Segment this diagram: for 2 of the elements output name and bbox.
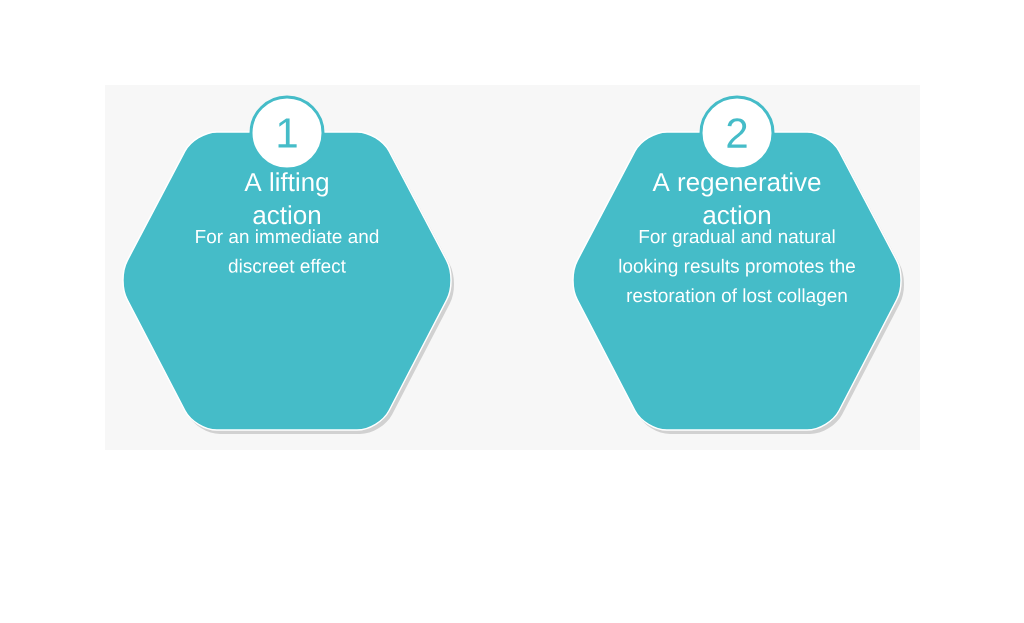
number-badge: 2 <box>699 95 775 171</box>
number-badge: 1 <box>249 95 325 171</box>
